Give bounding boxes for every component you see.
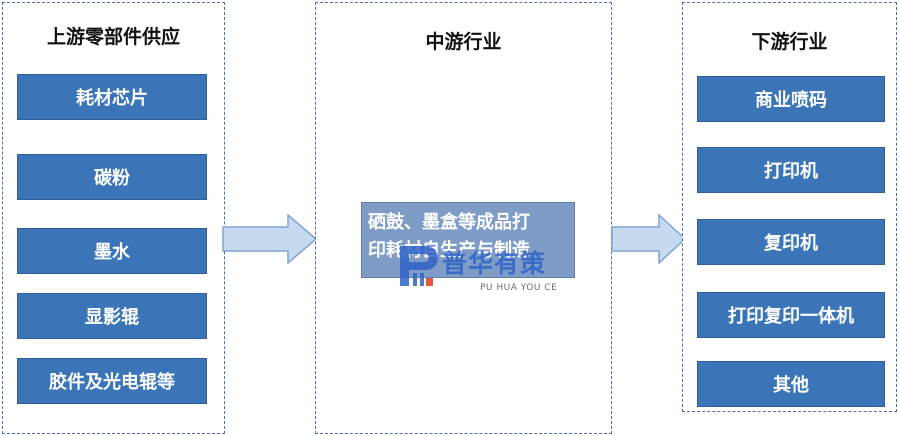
- downstream-item-multifunction: 打印复印一体机: [697, 292, 885, 338]
- upstream-title: 上游零部件供应: [46, 26, 180, 48]
- upstream-item-chip: 耗材芯片: [17, 74, 207, 120]
- downstream-item-copier: 复印机: [697, 219, 885, 265]
- midstream-manufacturing-box: 硒鼓、墨盒等成品打 印耗材自生产与制造: [361, 202, 575, 278]
- midstream-title: 中游行业: [425, 31, 502, 53]
- upstream-item-rubber-parts: 胶件及光电辊等: [17, 358, 207, 404]
- midstream-box-line-1: 硒鼓、墨盒等成品打: [368, 212, 530, 233]
- puhua-watermark: 普华有策 PU HUA YOU CE: [394, 240, 604, 302]
- watermark-brand-subtitle: PU HUA YOU CE: [480, 283, 558, 293]
- upstream-item-toner: 碳粉: [17, 154, 207, 200]
- downstream-item-other: 其他: [697, 361, 885, 407]
- downstream-item-commercial-coding: 商业喷码: [697, 76, 885, 122]
- downstream-title: 下游行业: [751, 31, 828, 53]
- puhua-logo-icon: [400, 246, 438, 286]
- downstream-item-printer: 打印机: [697, 147, 885, 193]
- upstream-item-developer-roller: 显影辊: [17, 293, 207, 339]
- downstream-column: 下游行业: [682, 2, 897, 412]
- flow-arrow-midstream-to-downstream: [611, 214, 687, 264]
- flow-arrow-upstream-to-midstream: [222, 214, 318, 264]
- watermark-brand-name: 普华有策: [442, 249, 547, 278]
- upstream-item-ink: 墨水: [17, 228, 207, 274]
